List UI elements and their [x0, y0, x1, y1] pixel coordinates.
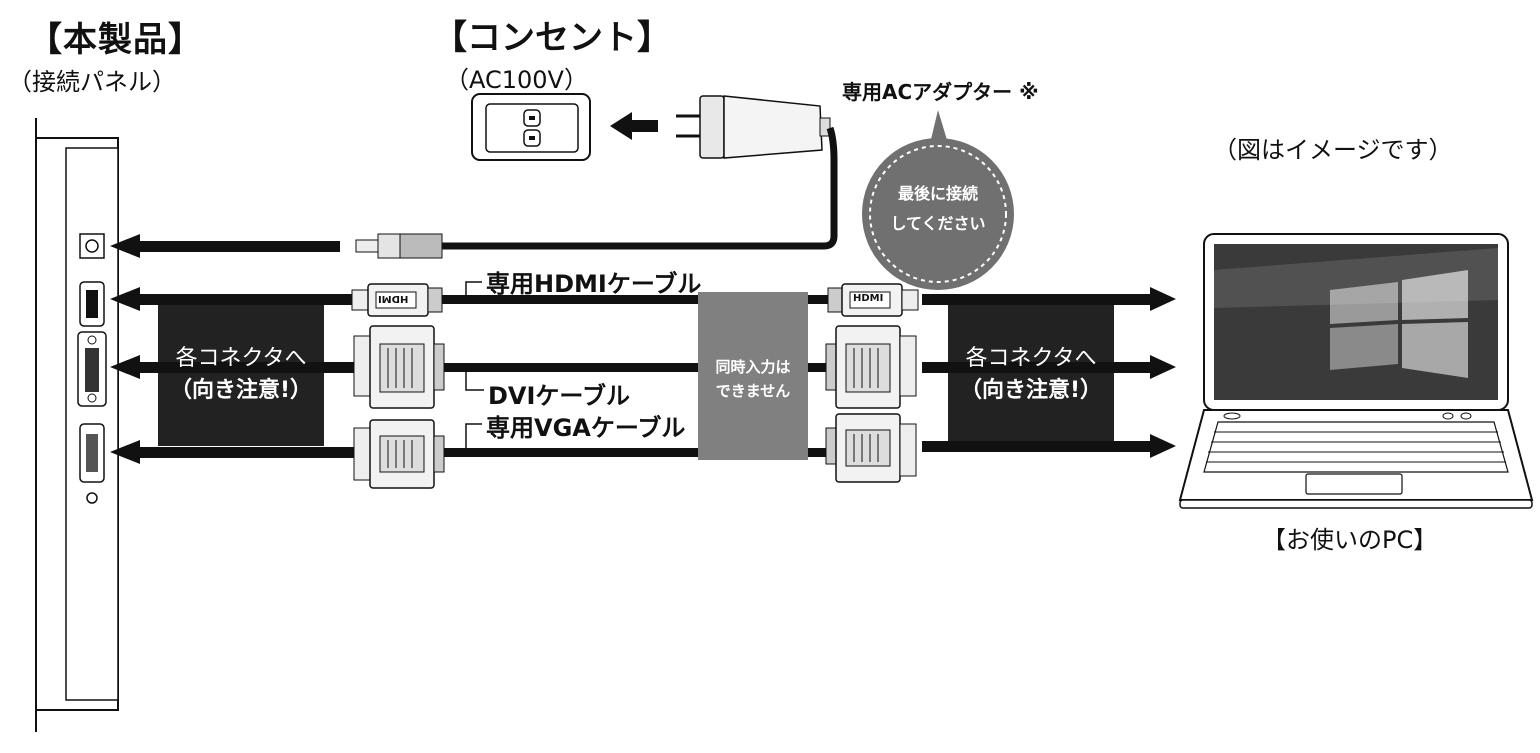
laptop-icon — [1178, 233, 1534, 509]
pc-label: 【お使いのPC】 — [1262, 526, 1438, 554]
hdmi-plug-left — [351, 283, 443, 317]
arrow-right-icon — [1150, 355, 1176, 379]
arrow-right-icon — [1150, 287, 1176, 311]
vga-cable-label: 専用VGAケーブル — [486, 414, 686, 442]
power-outlet — [471, 93, 591, 161]
orientation-warning: （向き注意!） — [959, 378, 1103, 403]
audio-port — [86, 492, 98, 504]
arrow-left-icon — [610, 112, 658, 140]
pc-connector-text: 各コネクタへ （向き注意!） — [948, 340, 1114, 404]
cable-lines — [110, 287, 1176, 464]
dvi-plug-right — [825, 325, 917, 409]
arrow-left-icon — [110, 440, 140, 464]
adapter-label: 専用ACアダプター ※ — [842, 80, 1039, 104]
image-note: （図はイメージです） — [1213, 136, 1453, 164]
monitor-connector-text: 各コネクタへ （向き注意!） — [158, 340, 324, 404]
dvi-plug-left — [353, 325, 445, 409]
vga-plug-left — [353, 419, 445, 489]
connector-instruction: 各コネクタへ — [965, 346, 1097, 371]
dc-plug — [355, 233, 443, 259]
hdmi-plug-label-left: HDMI — [378, 293, 409, 304]
hdmi-plug-label-right: HDMI — [853, 293, 884, 304]
ac-voltage-label: （AC100V） — [445, 66, 588, 94]
connect-last-bubble — [862, 110, 1014, 290]
arrow-left-icon — [110, 287, 140, 311]
bubble-text-line1: 最後に接続 — [897, 184, 978, 203]
arrow-left-icon — [110, 234, 140, 258]
orientation-warning: （向き注意!） — [169, 378, 313, 403]
no-simultaneous-line1: 同時入力は — [715, 358, 791, 376]
vga-plug-right — [825, 413, 917, 483]
dvi-cable-label: DVIケーブル — [488, 382, 630, 410]
no-simultaneous-box — [698, 292, 808, 460]
bubble-text-line2: してください — [890, 214, 986, 233]
hdmi-cable-label: 専用HDMIケーブル — [486, 270, 702, 298]
outlet-title: 【コンセント】 — [433, 18, 671, 58]
product-title: 【本製品】 — [28, 20, 203, 60]
arrow-left-icon — [110, 355, 140, 379]
hdmi-plug-right — [827, 283, 919, 317]
arrow-right-icon — [1150, 434, 1176, 458]
no-simultaneous-line2: できません — [715, 382, 791, 400]
connector-instruction: 各コネクタへ — [175, 346, 307, 371]
panel-subtitle: （接続パネル） — [8, 68, 176, 96]
monitor-panel — [35, 118, 119, 732]
ac-adapter — [676, 95, 831, 159]
